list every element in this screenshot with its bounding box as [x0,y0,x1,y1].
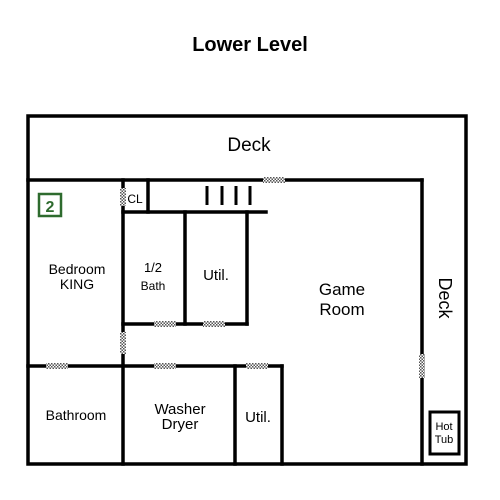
label-game-line1: Game [319,280,365,299]
label-util-upper: Util. [203,267,229,284]
doors [46,177,425,378]
label-bedroom-line1: Bedroom [49,261,106,277]
label-bathroom: Bathroom [46,407,107,423]
label-washer-line2: Dryer [162,416,199,433]
label-bedroom-line2: KING [60,276,94,292]
label-util-lower: Util. [245,409,271,426]
label-deck-top: Deck [227,135,271,156]
door-washer [154,363,176,369]
door-bathroom [46,363,68,369]
label-washer-line1: Washer [154,401,205,418]
outer-wall [26,114,468,466]
door-closet [120,188,126,206]
door-util-lower [246,363,268,369]
bedroom-number: 2 [46,199,55,216]
label-hot-tub-line2: Tub [435,434,454,446]
label-half-bath-line1: 1/2 [144,260,162,275]
label-game-line2: Room [319,300,364,319]
bedroom-number-badge [37,192,63,218]
hot-tub [428,410,461,456]
door-deck-game [263,177,285,183]
stairs [205,186,252,205]
door-deck-side [419,354,425,378]
label-closet: CL [127,192,143,206]
door-half-bath [154,321,176,327]
label-half-bath-line2: Bath [141,279,166,293]
door-util-upper [203,321,225,327]
label-deck-side: Deck [435,277,455,319]
page-title: Lower Level [192,34,308,56]
label-hot-tub-line1: Hot [435,421,452,433]
door-bedroom-game [120,332,126,354]
